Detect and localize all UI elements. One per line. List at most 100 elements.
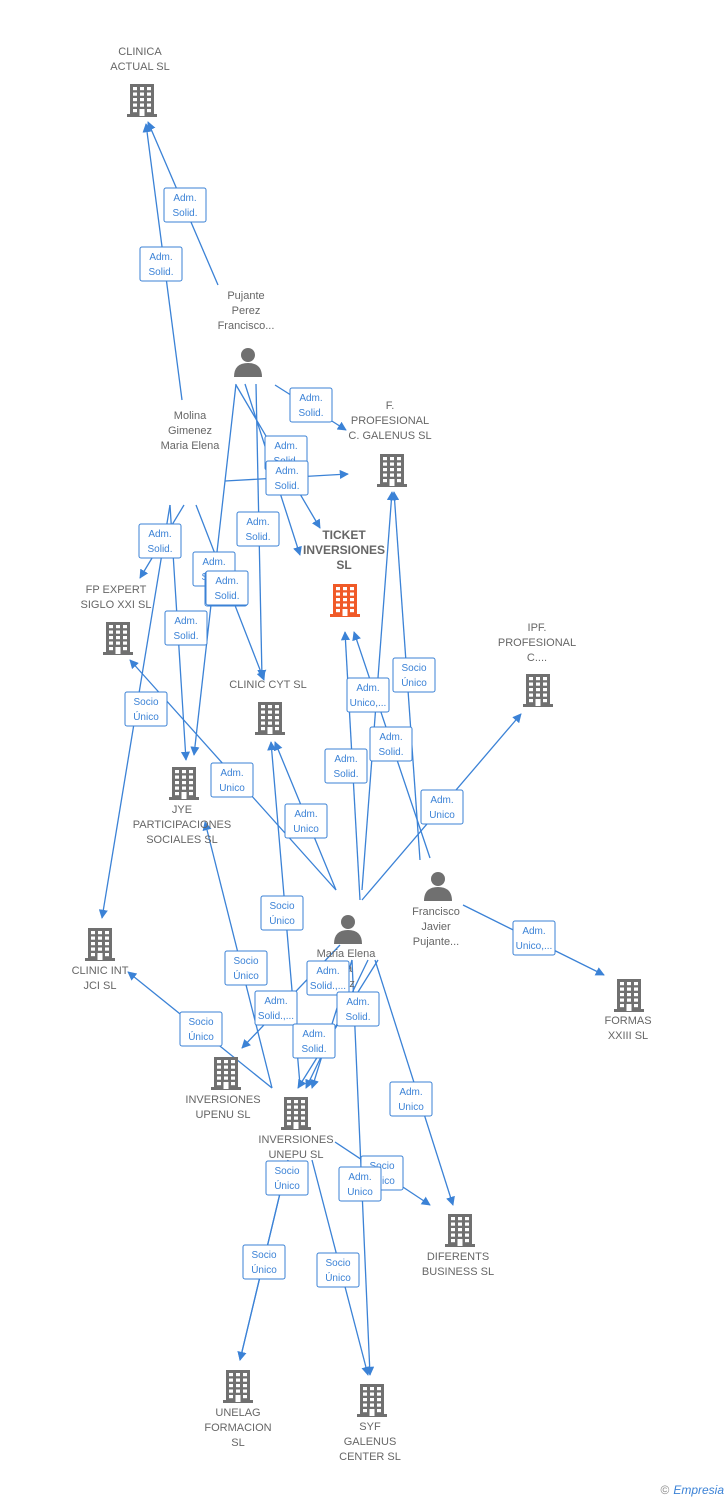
- edge-label[interactable]: Adm.Solid.: [236, 511, 280, 547]
- edge-label-text: Solid.: [172, 208, 197, 219]
- edge-label[interactable]: Adm.Solid.: [139, 246, 183, 282]
- edge-label-text: Único: [269, 914, 295, 927]
- edge-label[interactable]: Adm.Solid.: [205, 570, 249, 606]
- edge-label-text: Adm.: [148, 529, 171, 540]
- edge-label[interactable]: Adm.Unico,...: [512, 920, 556, 956]
- brand-name: Empresia: [673, 1483, 724, 1497]
- node-label: ACTUAL SL: [110, 61, 170, 73]
- building-icon: [445, 1214, 475, 1247]
- edge-label[interactable]: Adm.Solid.: [336, 991, 380, 1027]
- edge-label[interactable]: Adm. Solid.: [163, 187, 207, 223]
- edge-label-text: Único: [274, 1179, 300, 1192]
- edge-label-text: Unico: [429, 810, 455, 821]
- edge-label[interactable]: Adm.Solid.,...: [306, 960, 350, 996]
- edge-label-text: Adm.: [379, 732, 402, 743]
- edge-label-text: Solid.: [274, 481, 299, 492]
- edge-label-box: [179, 1011, 223, 1047]
- edge-label-text: Único: [233, 969, 259, 982]
- edge-label-text: Solid.: [245, 532, 270, 543]
- person-icon: [424, 872, 452, 901]
- building-icon: [103, 622, 133, 655]
- edge-label[interactable]: Adm.Unico: [284, 803, 328, 839]
- node-label: GALENUS: [344, 1436, 397, 1448]
- person-icon: [334, 915, 362, 944]
- edge-label-text: Unico: [219, 783, 245, 794]
- node-label: SL: [336, 558, 351, 572]
- building-icon: [523, 674, 553, 707]
- node-label: F.: [386, 400, 395, 412]
- edge-label-box: [242, 1244, 286, 1280]
- node-label: Perez: [232, 305, 261, 317]
- edge-label-text: Solid.: [301, 1044, 326, 1055]
- edge-label[interactable]: Adm.Solid.: [289, 387, 333, 423]
- node-ipf[interactable]: IPF.PROFESIONALC....: [498, 622, 576, 707]
- edge-label-box: [324, 748, 368, 784]
- edge-label[interactable]: Adm.Unico: [210, 762, 254, 798]
- edge-label[interactable]: Adm. Solid.: [164, 610, 208, 646]
- edge-label-text: Unico: [398, 1102, 424, 1113]
- edge-label-box: [205, 570, 249, 606]
- node-label: INVERSIONES: [303, 543, 385, 557]
- edge-label-box: [338, 1166, 382, 1202]
- edge-label[interactable]: Adm.Solid.: [369, 726, 413, 762]
- edge-label-text: Adm.: [173, 193, 196, 204]
- node-pujante-perez[interactable]: PujantePerezFrancisco...: [218, 290, 275, 377]
- node-francisco[interactable]: FranciscoJavierPujante...: [412, 872, 460, 948]
- footer-brand[interactable]: ©Empresia: [660, 1483, 724, 1497]
- edge-label-text: Socio: [233, 956, 258, 967]
- edge-label[interactable]: Adm.Unico: [389, 1081, 433, 1117]
- edge-label-text: Solid.: [345, 1012, 370, 1023]
- edge-label-text: Único: [251, 1263, 277, 1276]
- edge-label-text: Único: [325, 1271, 351, 1284]
- edge-label[interactable]: Adm.Unico: [338, 1166, 382, 1202]
- node-label: Molina: [174, 410, 207, 422]
- edge-label-text: Solid.: [173, 631, 198, 642]
- edge-label-text: Socio: [251, 1250, 276, 1261]
- edge-label[interactable]: Adm.Solid.: [292, 1023, 336, 1059]
- node-clinic-cyt[interactable]: CLINIC CYT SL: [229, 679, 307, 735]
- edge-label-text: Adm.: [202, 557, 225, 568]
- edge-label-text: Adm.: [299, 393, 322, 404]
- building-icon: [357, 1384, 387, 1417]
- edge-label[interactable]: Adm.Solid.: [138, 523, 182, 559]
- edge-label-text: Adm.: [174, 616, 197, 627]
- edge-label-text: Adm.: [215, 576, 238, 587]
- node-label: SIGLO XXI SL: [81, 599, 152, 611]
- node-label: CENTER SL: [339, 1451, 401, 1463]
- edge-label-text: Adm.: [275, 466, 298, 477]
- edge-label[interactable]: Adm.Solid.,...: [254, 990, 298, 1026]
- edge-label-box: [336, 991, 380, 1027]
- edge-label-box: [260, 895, 304, 931]
- edge-label[interactable]: Adm.Unico,...: [346, 677, 390, 713]
- edge-label-text: Unico,...: [516, 941, 553, 952]
- edge-label-text: Adm.: [348, 1172, 371, 1183]
- edge-label-text: Socio: [269, 901, 294, 912]
- edge-label[interactable]: Adm.Unico: [420, 789, 464, 825]
- edge-label[interactable]: Adm.Solid.: [324, 748, 368, 784]
- node-label: Francisco...: [218, 320, 275, 332]
- node-label: TICKET: [322, 528, 366, 542]
- edge-label-text: Adm.: [294, 809, 317, 820]
- edge-label[interactable]: Adm. Solid.: [265, 460, 309, 496]
